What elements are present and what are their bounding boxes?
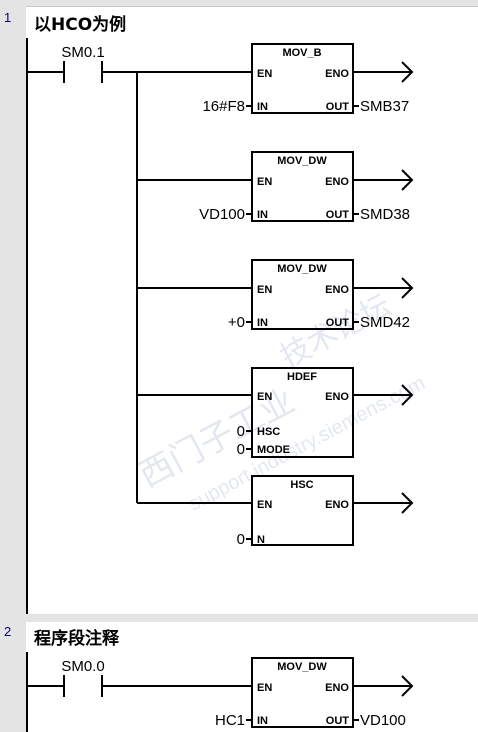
- operand-mode[interactable]: 0: [237, 441, 245, 458]
- network-1-title[interactable]: 以HCO为例: [34, 15, 127, 35]
- network-2-number[interactable]: 2: [4, 624, 12, 639]
- arrow-head-2: [401, 169, 414, 191]
- block-3-eno: ENO: [325, 284, 349, 296]
- block-mov-dw-1[interactable]: [251, 151, 354, 222]
- block-mov-dw-3[interactable]: [251, 657, 354, 728]
- network-1-separator: [0, 0, 478, 6]
- block-5-eno: ENO: [325, 499, 349, 511]
- block-1-en: EN: [257, 68, 272, 80]
- block-3-in-pin: IN: [257, 317, 268, 329]
- block-4-hsc-pin: HSC: [257, 426, 280, 438]
- block-5-n-pin: N: [257, 534, 265, 546]
- block-2-in-pin: IN: [257, 209, 268, 221]
- block-6-eno: ENO: [325, 682, 349, 694]
- operand-out-2[interactable]: SMD38: [360, 206, 410, 223]
- block-1-out-pin: OUT: [326, 101, 350, 113]
- block-hsc[interactable]: [251, 475, 354, 546]
- network-1-power-rail: [26, 38, 28, 614]
- block-4-eno: ENO: [325, 391, 349, 403]
- block-1-in-pin: IN: [257, 101, 268, 113]
- network-2-power-rail: [26, 652, 28, 732]
- block-4-mode-pin: MODE: [257, 444, 290, 456]
- block-6-out-pin: OUT: [326, 715, 350, 727]
- block-mov-b[interactable]: [251, 43, 354, 114]
- network-gutter: [0, 0, 26, 732]
- arrow-head-6: [401, 675, 414, 697]
- arrow-head-1: [401, 61, 414, 83]
- block-2-name: MOV_DW: [277, 155, 327, 167]
- block-3-en: EN: [257, 284, 272, 296]
- block-6-in-pin: IN: [257, 715, 268, 727]
- operand-out-3[interactable]: SMD42: [360, 314, 410, 331]
- block-hdef[interactable]: [251, 367, 354, 458]
- arrow-head-4: [401, 384, 414, 406]
- block-2-out-pin: OUT: [326, 209, 350, 221]
- block-6-name: MOV_DW: [277, 661, 327, 673]
- block-6-en: EN: [257, 682, 272, 694]
- network-2-separator: [0, 614, 478, 622]
- block-3-name: MOV_DW: [277, 263, 327, 275]
- operand-in-3[interactable]: +0: [228, 314, 245, 331]
- operand-n[interactable]: 0: [237, 531, 245, 548]
- block-4-name: HDEF: [287, 371, 317, 383]
- operand-hsc[interactable]: 0: [237, 423, 245, 440]
- block-2-eno: ENO: [325, 176, 349, 188]
- operand-in-1[interactable]: 16#F8: [202, 98, 245, 115]
- operand-in-6[interactable]: HC1: [215, 712, 245, 729]
- contact-sm00-label[interactable]: SM0.0: [61, 658, 104, 675]
- operand-out-1[interactable]: SMB37: [360, 98, 409, 115]
- arrow-head-5: [401, 492, 414, 514]
- watermark-text-2: 技术论坛: [275, 289, 396, 374]
- block-3-out-pin: OUT: [326, 317, 350, 329]
- block-4-en: EN: [257, 391, 272, 403]
- block-2-en: EN: [257, 176, 272, 188]
- block-1-eno: ENO: [325, 68, 349, 80]
- network-2-title[interactable]: 程序段注释: [34, 629, 119, 649]
- block-mov-dw-2[interactable]: [251, 259, 354, 330]
- top-border: [26, 6, 478, 7]
- network-1-number[interactable]: 1: [4, 10, 12, 25]
- arrow-head-3: [401, 277, 414, 299]
- block-5-en: EN: [257, 499, 272, 511]
- contact-sm01-label[interactable]: SM0.1: [61, 44, 104, 61]
- block-5-name: HSC: [290, 479, 313, 491]
- operand-in-2[interactable]: VD100: [199, 206, 245, 223]
- operand-out-6[interactable]: VD100: [360, 712, 406, 729]
- block-1-name: MOV_B: [282, 47, 321, 59]
